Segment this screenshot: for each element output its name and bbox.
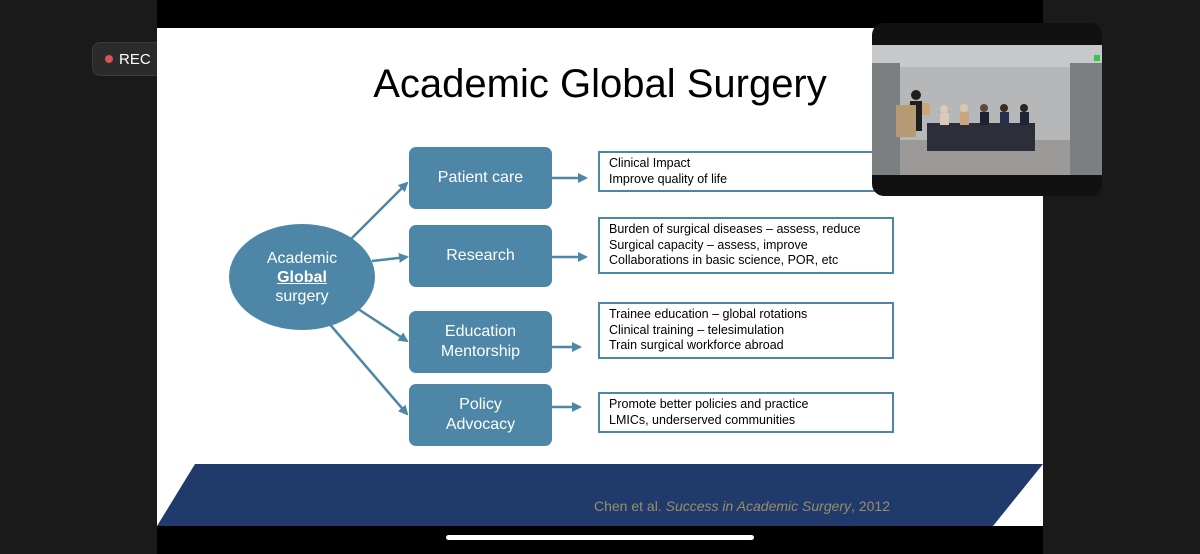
pillar-label: Mentorship xyxy=(440,343,521,360)
arrow-to-patient-care xyxy=(346,181,409,244)
citation-year: , 2012 xyxy=(851,498,890,514)
detail-line: Collaborations in basic science, POR, et… xyxy=(609,253,839,267)
center-line-1: Academic xyxy=(266,249,338,267)
conference-room-video xyxy=(872,45,1102,175)
detail-line: Surgical capacity – assess, improve xyxy=(609,237,808,252)
video-feed-pip[interactable] xyxy=(872,23,1102,196)
connector-arrows xyxy=(326,173,588,416)
citation: Chen et al. Success in Academic Surgery,… xyxy=(594,498,890,514)
pillar-patient-care: Patient care xyxy=(409,147,552,209)
citation-authors: Chen et al. xyxy=(594,498,666,514)
slide-title: Academic Global Surgery xyxy=(373,62,827,106)
detail-line: LMICs, underserved communities xyxy=(609,412,796,427)
recording-indicator[interactable]: REC xyxy=(92,42,165,76)
details-education: Trainee education – global rotations Cli… xyxy=(598,302,894,359)
detail-line: Clinical Impact xyxy=(609,156,691,170)
left-letterbox xyxy=(0,0,157,554)
pillar-research: Research xyxy=(409,225,552,287)
citation-work: Success in Academic Surgery xyxy=(665,498,852,514)
detail-line: Train surgical workforce abroad xyxy=(609,338,784,352)
recording-label: REC xyxy=(119,50,151,68)
pillar-label: Research xyxy=(446,247,515,264)
arrow-to-education xyxy=(351,303,409,343)
center-line-3: surgery xyxy=(275,287,329,305)
detail-line: Burden of surgical diseases – assess, re… xyxy=(609,222,861,236)
academic-global-surgery-node: Academic Global surgery xyxy=(229,224,375,330)
details-research: Burden of surgical diseases – assess, re… xyxy=(598,217,894,274)
pillar-label: Policy xyxy=(459,396,502,413)
arrow-to-research xyxy=(371,252,409,263)
pillar-label: Education xyxy=(444,323,517,340)
detail-line: Trainee education – global rotations xyxy=(609,307,808,321)
detail-line: Promote better policies and practice xyxy=(609,397,809,411)
footer-band xyxy=(157,464,1043,526)
details-patient-care: Clinical Impact Improve quality of life xyxy=(598,151,894,192)
detail-line: Improve quality of life xyxy=(609,171,728,186)
conference-scene xyxy=(872,45,1102,175)
pillar-label: Patient care xyxy=(437,169,524,186)
pillar-policy-advocacy: Policy Advocacy xyxy=(409,384,552,446)
pillar-label: Advocacy xyxy=(445,416,516,433)
details-policy: Promote better policies and practice LMI… xyxy=(598,392,894,433)
home-indicator[interactable] xyxy=(446,535,754,540)
pillar-education-mentorship: Education Mentorship xyxy=(409,311,552,373)
record-dot-icon xyxy=(105,55,113,63)
detail-line: Clinical training – telesimulation xyxy=(609,322,785,337)
center-line-2: Global xyxy=(277,268,327,286)
arrow-to-policy xyxy=(326,320,409,416)
